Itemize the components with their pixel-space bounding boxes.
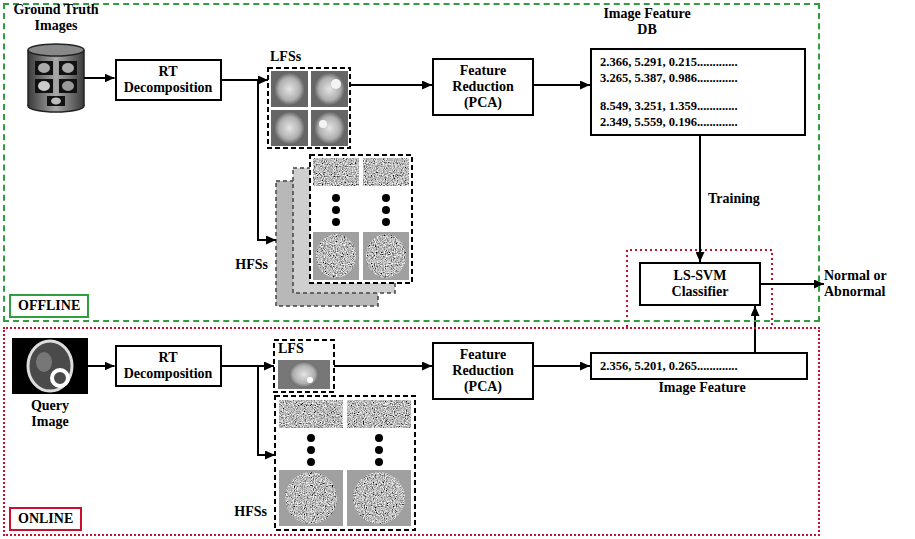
edge-label: Training (708, 191, 760, 207)
offline-region: OFFLINE Ground Truth Images RT Decompositi… (3, 3, 820, 322)
group-label: LFSs (270, 49, 330, 65)
feature-vector-box: 2.356, 5.201, 0.265.............Image Fe… (590, 352, 808, 380)
query-mri (12, 338, 88, 394)
lfs-images (268, 68, 350, 148)
group-label: HFSs (214, 257, 268, 273)
hfs-images (276, 155, 412, 306)
flow-arrow (334, 365, 432, 367)
process-label: RT Decomposition (123, 350, 214, 382)
online-region-bump (627, 250, 772, 327)
flow-arrow (761, 283, 824, 285)
feature-row: 3.265, 5.387, 0.986............. (600, 70, 738, 86)
flow-arrow (84, 77, 115, 79)
flow-arrow (88, 365, 115, 367)
hfs-stack: HFSs (276, 155, 412, 306)
flow-arrow (534, 365, 590, 367)
classifier-box: LS-SVM Classifier (639, 262, 761, 306)
flow-arrow (222, 366, 276, 455)
region-tag: OFFLINE (9, 294, 89, 318)
flow-arrow (222, 80, 277, 240)
lfs-group: LFSs (268, 68, 350, 148)
hfs-images (275, 396, 415, 530)
process-box: Feature Reduction (PCA) (432, 342, 534, 400)
online-region: ONLINE Query Image RT Decomposition LFS Feat… (3, 327, 820, 536)
lfs-group: LFS (274, 340, 334, 392)
flow-arrow (350, 84, 432, 86)
image-label: Query Image (20, 398, 80, 430)
feature-row: 2.349, 5.559, 0.196............. (600, 114, 738, 130)
output-text: Normal or Abnormal (824, 268, 912, 300)
db-label: Image Feature DB (592, 6, 702, 38)
group-label: HFSs (213, 504, 267, 520)
lfs-image (274, 340, 334, 392)
process-label: Feature Reduction (PCA) (440, 63, 526, 111)
process-label: Feature Reduction (PCA) (440, 347, 526, 395)
process-label: RT Decomposition (123, 64, 214, 96)
database-cylinder: Ground Truth Images (28, 44, 84, 112)
flow-arrow (534, 84, 590, 86)
feature-row: 8.549, 3.251, 1.359............. (600, 98, 738, 114)
flow-arrow (699, 136, 701, 262)
region-tag: ONLINE (9, 507, 82, 531)
query-image: Query Image (12, 338, 88, 394)
database-drawing (28, 44, 84, 112)
process-box: RT Decomposition (115, 59, 222, 101)
hfs-stack: HFSs (275, 396, 415, 530)
feature-row: 2.366, 5.291, 0.215............. (600, 54, 738, 70)
flow-arrow (754, 306, 756, 352)
feature-row: 2.356, 5.201, 0.265............. (600, 358, 738, 374)
feature-db-box: Image Feature DB2.366, 5.291, 0.215.....… (590, 48, 806, 136)
output-label: Normal or Abnormal (824, 268, 912, 304)
database-label: Ground Truth Images (6, 2, 106, 34)
classifier-label: LS-SVM Classifier (647, 268, 753, 300)
feature-label: Image Feature (632, 380, 772, 396)
group-label: LFS (278, 341, 318, 357)
process-box: RT Decomposition (115, 345, 222, 387)
process-box: Feature Reduction (PCA) (432, 58, 534, 116)
